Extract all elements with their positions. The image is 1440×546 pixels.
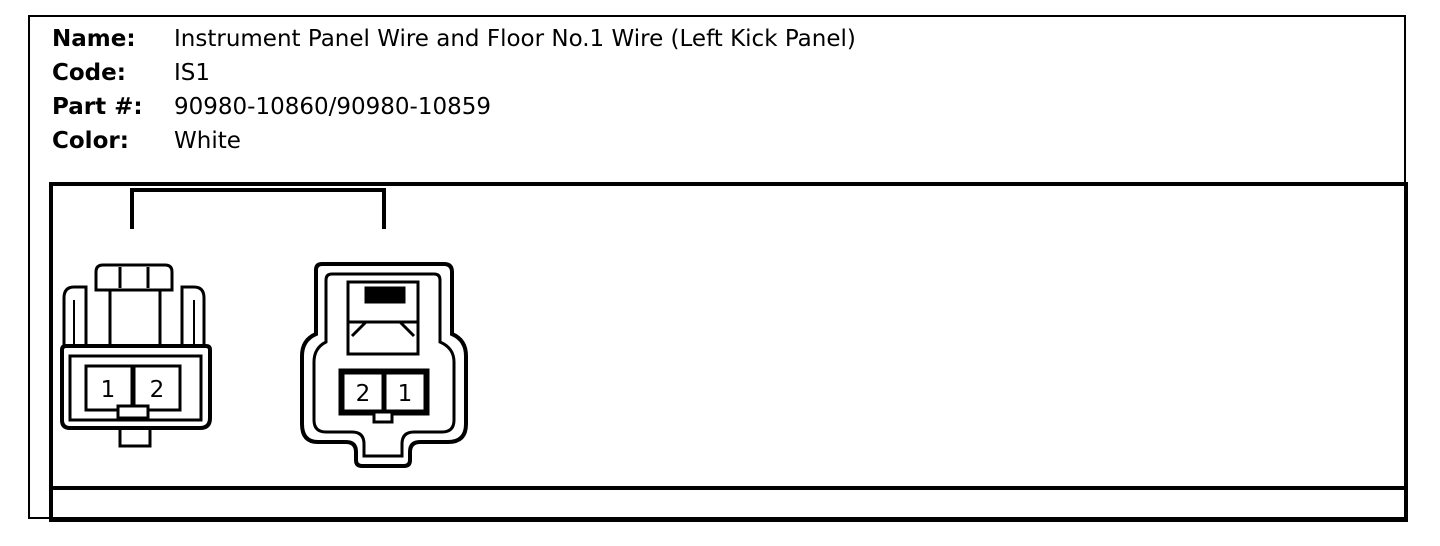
connector-left-top-tab — [94, 263, 174, 292]
connector-left-pin-2-label: 2 — [150, 377, 165, 403]
mating-bracket — [130, 188, 386, 229]
color-value: White — [174, 128, 241, 154]
code-label: Code: — [52, 60, 126, 86]
connector-left — [60, 263, 212, 448]
connector-left-latch-right — [180, 285, 206, 346]
color-label: Color: — [52, 128, 129, 154]
diagram-panel — [49, 182, 1408, 522]
connector-left-cavity-1 — [84, 364, 134, 412]
connector-right-pin-2-label: 2 — [356, 381, 371, 407]
connector-info-block: Name: Instrument Panel Wire and Floor No… — [52, 22, 856, 158]
name-value: Instrument Panel Wire and Floor No.1 Wir… — [174, 26, 856, 52]
name-row: Name: Instrument Panel Wire and Floor No… — [52, 22, 856, 56]
connector-left-key — [116, 404, 150, 420]
part-row: Part #: 90980-10860/90980-10859 — [52, 90, 856, 124]
part-label: Part #: — [52, 94, 143, 120]
part-value: 90980-10860/90980-10859 — [174, 94, 492, 120]
name-label: Name: — [52, 26, 136, 52]
connector-right-lock-window — [346, 280, 420, 356]
connector-right-lock-tab — [364, 286, 406, 304]
code-value: IS1 — [174, 60, 211, 86]
connector-right-pin-1-label: 1 — [398, 381, 413, 407]
connector-right-cavity-1 — [383, 371, 427, 413]
connector-left-pin-1-label: 1 — [101, 377, 116, 403]
connector-left-cavity-2 — [132, 364, 182, 412]
connector-left-latch-left — [62, 285, 88, 346]
connector-right-housing — [300, 262, 468, 468]
color-row: Color: White — [52, 124, 856, 158]
connector-left-body — [60, 344, 212, 430]
connector-right — [300, 262, 468, 468]
connector-right-key — [372, 410, 394, 424]
code-row: Code: IS1 — [52, 56, 856, 90]
connector-right-cavity-2 — [341, 371, 385, 413]
